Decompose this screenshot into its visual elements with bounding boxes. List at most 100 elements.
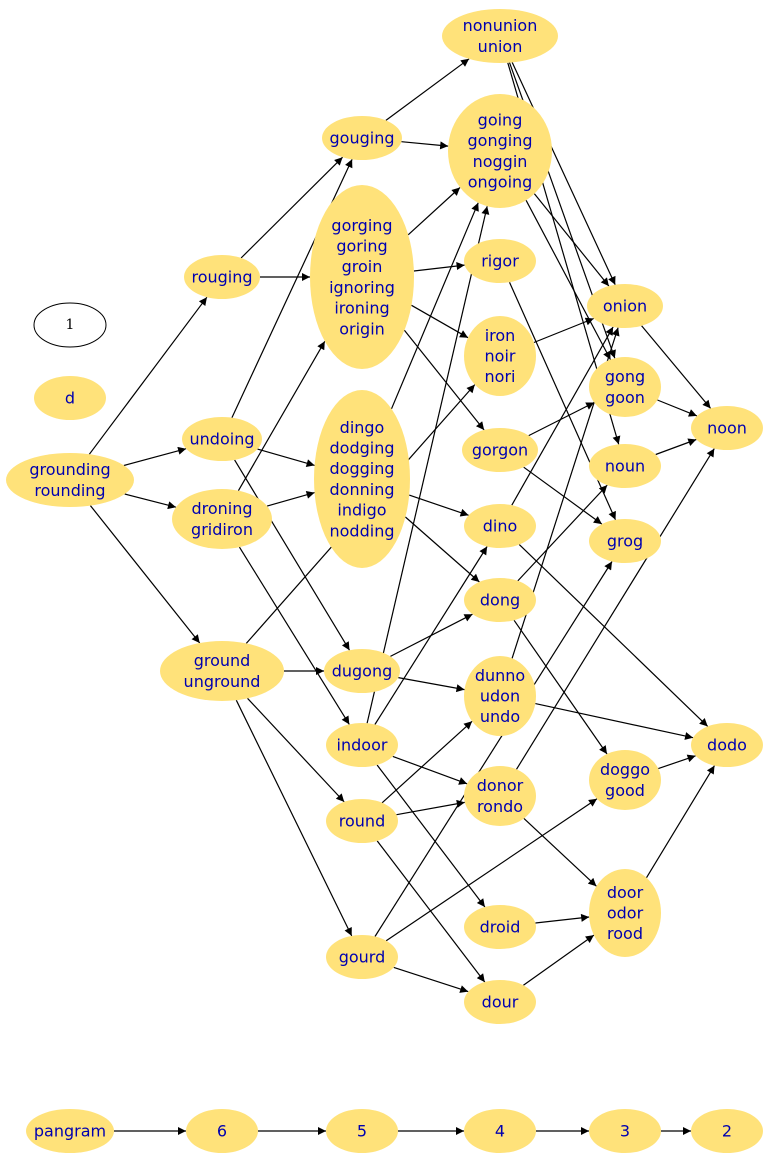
node-droid-shape <box>464 905 536 949</box>
node-gong-shape <box>589 357 661 417</box>
node-n6: 6 <box>186 1109 258 1153</box>
node-noun-label: noun <box>605 457 645 476</box>
edge-grounding-to-ground <box>89 505 201 644</box>
node-dunno-label: udon <box>480 687 520 706</box>
node-grounding-label: rounding <box>34 481 105 500</box>
node-droning-label: gridiron <box>191 520 253 539</box>
edge-droning-to-indoor <box>238 546 350 725</box>
edge-grounding-to-undoing <box>123 446 187 467</box>
node-n3: 3 <box>589 1109 661 1153</box>
edge-iron-to-onion <box>533 317 594 344</box>
node-nonunion-label: nonunion <box>463 16 538 35</box>
node-dunno-label: undo <box>480 707 520 726</box>
node-ground-label: unground <box>184 672 261 691</box>
node-n2-label: 2 <box>722 1122 732 1141</box>
node-onion-shape <box>587 284 663 328</box>
node-door-label: odor <box>607 904 644 923</box>
edge-dingo-to-dong <box>405 516 480 583</box>
node-rouging: rouging <box>184 255 260 299</box>
edge-gouging-to-nonunion <box>385 58 470 121</box>
node-rigor-label: rigor <box>481 252 519 271</box>
edge-gorgon-to-gong <box>528 401 595 437</box>
node-ground-label: ground <box>194 651 251 670</box>
edge-gorging-to-iron <box>411 304 469 339</box>
node-droning-shape <box>172 489 272 549</box>
node-going-label: going <box>478 111 523 130</box>
node-gorging-label: origin <box>339 319 385 338</box>
node-gouging: gouging <box>322 116 402 160</box>
node-rouging-label: rouging <box>191 268 252 287</box>
node-n6-label: 6 <box>217 1122 227 1141</box>
node-grounding-shape <box>6 453 134 507</box>
node-grog: grog <box>589 519 661 563</box>
edge-dunno-to-dodo <box>535 703 694 740</box>
node-gourd: gourd <box>326 935 398 979</box>
node-dodo-shape <box>691 723 763 767</box>
node-n5: 5 <box>326 1109 398 1153</box>
edge-grounding-to-rouging <box>88 296 208 455</box>
node-doggo-shape <box>589 750 661 810</box>
node-n2: 2 <box>691 1109 763 1153</box>
node-doggo: doggo good <box>589 750 661 810</box>
node-noun: noun <box>589 444 661 488</box>
edge-gorging-to-rigor <box>413 262 465 272</box>
node-dingo-shape <box>314 390 410 568</box>
node-gouging-shape <box>322 116 402 160</box>
node-iron-shape <box>464 316 536 396</box>
edge-door-to-dodo <box>645 765 716 879</box>
node-nonunion-shape <box>442 9 558 63</box>
node-noun-shape <box>589 444 661 488</box>
edge-dong-to-noun <box>517 484 608 582</box>
node-undoing-shape <box>182 417 262 461</box>
node-donor-shape <box>464 766 536 826</box>
node-gorgon-shape <box>462 428 538 472</box>
node-dingo-label: dogging <box>330 459 395 478</box>
edge-gourd-to-doggo <box>385 798 598 942</box>
edge-donor-to-noon <box>515 448 715 770</box>
edge-gouging-to-going <box>401 141 449 150</box>
edge-indoor-to-donor <box>392 755 468 785</box>
node-n5-shape <box>326 1109 398 1153</box>
node-indoor-label: indoor <box>337 736 388 755</box>
node-droid-label: droid <box>480 918 521 937</box>
edge-dour-to-door <box>523 934 595 986</box>
edge-dingo-to-going <box>390 202 479 410</box>
node-ground-shape <box>160 641 284 701</box>
node-dingo-label: donning <box>330 480 395 499</box>
node-going-label: ongoing <box>468 173 533 192</box>
node-gorging-label: gorging <box>331 216 392 235</box>
node-doggo-label: good <box>605 781 645 800</box>
edge-gorging-to-going <box>407 187 461 236</box>
edge-grounding-to-droning <box>124 493 177 510</box>
node-gorging-label: ironing <box>334 299 389 318</box>
node-going-label: noggin <box>473 152 528 171</box>
edge-rouging-to-gouging <box>240 156 344 259</box>
node-ground: ground unground <box>160 641 284 701</box>
node-d-shape <box>34 376 106 420</box>
node-gorging-label: ignoring <box>329 278 395 297</box>
node-rigor: rigor <box>464 239 536 283</box>
node-n4-label: 4 <box>495 1122 505 1141</box>
edge-onion-to-noon <box>641 325 712 409</box>
node-gorgon-label: gorgon <box>472 441 528 460</box>
node-n2-shape <box>691 1109 763 1153</box>
node-going-label: gonging <box>468 131 533 150</box>
edge-gourd-to-grog <box>374 561 613 937</box>
edge-dino-to-onion <box>511 326 614 506</box>
node-dunno-label: dunno <box>475 666 525 685</box>
edge-indoor-to-going <box>366 206 490 724</box>
node-pangram-shape <box>26 1109 114 1153</box>
node-one-shape <box>33 302 107 348</box>
node-door-label: rood <box>607 924 643 943</box>
node-round-label: round <box>339 812 385 831</box>
node-n4-shape <box>464 1109 536 1153</box>
node-dour: dour <box>464 980 536 1024</box>
node-doggo-label: doggo <box>600 760 650 779</box>
edge-gourd-to-dour <box>393 966 469 993</box>
node-noon-label: noon <box>707 419 747 438</box>
node-n4: 4 <box>464 1109 536 1153</box>
node-iron-label: nori <box>485 367 516 386</box>
